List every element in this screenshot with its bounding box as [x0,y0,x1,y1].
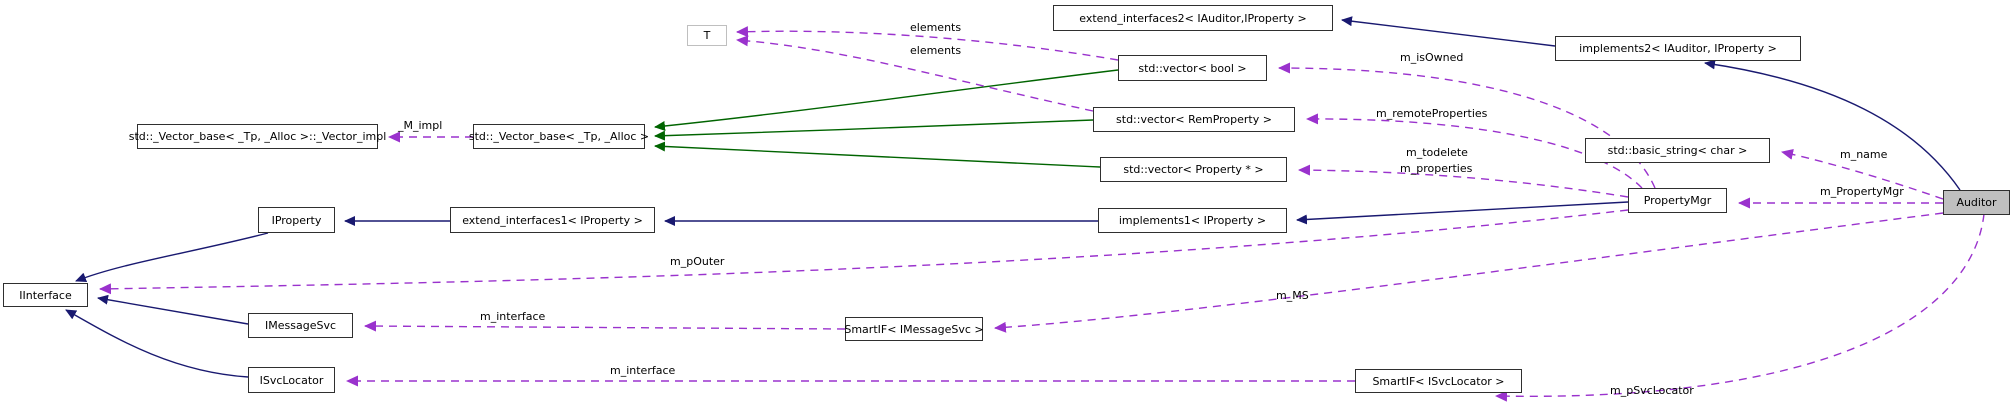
edge-auditor-to-smartif-imessagesvc-m-ms [994,212,1944,333]
edge-implements2-to-extend-interfaces2 [1341,16,1556,47]
edge-smartif-imessagesvc-to-imessagesvc-m-interface [364,320,846,332]
edge-label-m-interface-svc: m_interface [610,364,676,377]
node-propertymgr[interactable]: PropertyMgr [1628,188,1727,213]
node-implements1[interactable]: implements1< IProperty > [1098,208,1287,233]
edge-propertymgr-to-implements1 [1296,201,1629,225]
edge-propertymgr-to-vector-property-ptr-m-todelete-m-properties [1298,164,1629,198]
node-imessagesvc[interactable]: IMessageSvc [248,313,353,338]
node-std-vector-remproperty[interactable]: std::vector< RemProperty > [1093,107,1295,132]
edge-auditor-to-basic-string-m-name [1781,148,1944,200]
node-isvclocator[interactable]: ISvcLocator [248,367,335,393]
edge-isvclocator-to-iinterface [65,309,249,378]
node-extend-interfaces1[interactable]: extend_interfaces1< IProperty > [450,207,655,233]
node-std-vector-base[interactable]: std::_Vector_base< _Tp, _Alloc > [469,124,649,149]
edge-vector-remproperty-to-t-elements [736,35,1094,112]
edge-label-m-properties: m_properties [1400,162,1473,175]
node-smartif-imessagesvc[interactable]: SmartIF< IMessageSvc > [844,317,984,341]
edge-vector-remproperty-to-vector-base [654,119,1094,141]
edge-label-m-psvclocator: m_pSvcLocator [1610,384,1694,397]
node-auditor-current: Auditor [1943,190,2010,215]
edge-iproperty-to-iinterface [75,232,269,283]
edge-label-elements-bottom: elements [910,44,962,57]
edge-propertymgr-to-iinterface-m-pouter [99,209,1629,295]
edge-label-m-impl: _M_impl [398,119,443,132]
edge-label-m-pouter: m_pOuter [670,255,725,268]
edge-propertymgr-to-vector-bool-m-isowned [1278,62,1656,189]
edge-vector-property-ptr-to-vector-base [654,141,1101,168]
edge-auditor-to-implements2 [1704,59,1961,191]
edge-label-m-todelete: m_todelete [1406,146,1468,159]
node-std-vector-property-ptr[interactable]: std::vector< Property * > [1100,157,1287,182]
node-smartif-isvclocator[interactable]: SmartIF< ISvcLocator > [1355,369,1522,393]
node-template-param-t: T [687,25,727,46]
edge-label-m-propertymgr: m_PropertyMgr [1820,185,1904,198]
edge-vector-bool-to-t-elements [736,26,1119,61]
edge-label-m-isowned: m_isOwned [1400,51,1464,64]
edge-vector-bool-to-vector-base [654,69,1119,131]
node-implements2[interactable]: implements2< IAuditor, IProperty > [1555,36,1801,61]
edge-label-elements-top: elements [910,21,962,34]
node-iproperty[interactable]: IProperty [258,207,335,233]
node-iinterface[interactable]: IInterface [3,283,88,307]
edge-auditor-to-smartif-isvclocator-m-psvclocator [1495,213,1985,402]
edge-imessagesvc-to-iinterface [97,294,249,325]
node-std-vector-base-impl[interactable]: std::_Vector_base< _Tp, _Alloc >::_Vecto… [129,124,386,149]
node-std-basic-string[interactable]: std::basic_string< char > [1585,138,1770,163]
node-std-vector-bool[interactable]: std::vector< bool > [1118,55,1267,81]
edge-label-m-name: m_name [1840,148,1888,161]
node-extend-interfaces2[interactable]: extend_interfaces2< IAuditor,IProperty > [1053,5,1333,31]
edge-label-m-ms: m_MS [1276,289,1309,302]
edge-propertymgr-to-vector-remproperty-m-remoteproperties [1306,113,1643,189]
edge-label-m-interface-msg: m_interface [480,310,546,323]
edge-label-m-remoteproperties: m_remoteProperties [1376,107,1488,120]
